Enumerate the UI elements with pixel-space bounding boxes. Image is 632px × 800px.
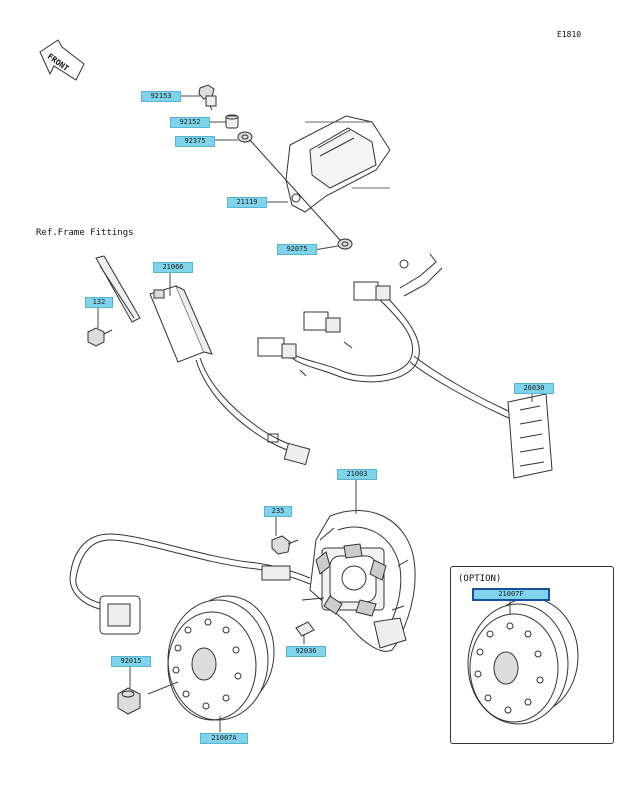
ref-frame-fittings-label: Ref.Frame Fittings: [36, 228, 134, 238]
grommet-92375: [237, 131, 253, 143]
part-code-92075[interactable]: 92075: [277, 244, 317, 255]
key-92036: [295, 621, 315, 637]
part-code-92375[interactable]: 92375: [175, 136, 215, 147]
frame-strap: [95, 255, 141, 323]
part-code-92153[interactable]: 92153: [141, 91, 181, 102]
collar-92152: [225, 114, 239, 129]
part-code-21007A[interactable]: 21007A: [200, 733, 248, 744]
option-label: (OPTION): [458, 574, 502, 584]
flywheel-21007A: [167, 595, 275, 721]
part-code-92152[interactable]: 92152: [170, 117, 210, 128]
grommet-92075: [337, 238, 353, 250]
part-code-92015[interactable]: 92015: [111, 656, 151, 667]
leader-lines: [97, 95, 533, 732]
part-code-132[interactable]: 132: [85, 297, 113, 308]
bolt-235: [271, 535, 299, 555]
flywheel-21007F: [467, 597, 579, 725]
part-code-26030[interactable]: 26030: [514, 383, 554, 394]
nut-92015: [117, 687, 141, 715]
bolt-92153: [198, 84, 217, 111]
wiring-harness-26030: [257, 253, 553, 479]
part-code-21119[interactable]: 21119: [227, 197, 267, 208]
diagram-id: E1810: [557, 30, 582, 39]
stator-plate-21003: [301, 510, 416, 652]
option-box: [450, 566, 614, 744]
bracket-21119: [249, 115, 391, 241]
part-code-235[interactable]: 235: [264, 506, 292, 517]
part-code-21007F[interactable]: 21007F: [472, 588, 550, 601]
part-code-21066[interactable]: 21066: [153, 262, 193, 273]
part-code-92036[interactable]: 92036: [286, 646, 326, 657]
bolt-132: [87, 327, 113, 347]
part-code-21003[interactable]: 21003: [337, 469, 377, 480]
front-arrow-icon: [39, 39, 85, 81]
regulator-21066: [149, 285, 311, 466]
stator-lead: [69, 533, 311, 635]
